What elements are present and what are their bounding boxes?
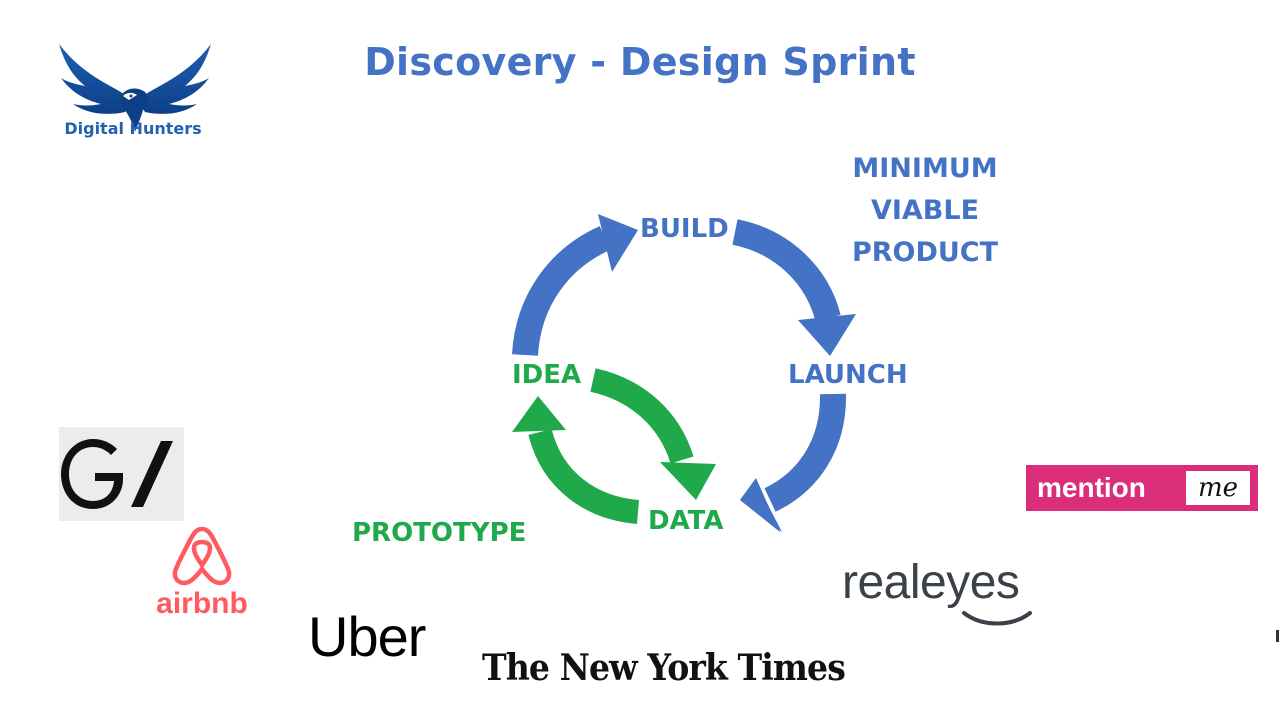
mvp-line-1: MINIMUM (852, 153, 998, 184)
label-idea: IDEA (512, 360, 582, 390)
mention-me-badge: me (1186, 471, 1250, 505)
uber-logo: Uber (308, 605, 426, 668)
realeyes-smile-icon (962, 611, 1032, 626)
edge-mark (1276, 630, 1279, 642)
arrow-data-to-idea (512, 396, 640, 524)
label-launch: LAUNCH (788, 360, 908, 390)
realeyes-wordmark: realeyes (842, 556, 1020, 609)
mvp-line-3: PRODUCT (851, 237, 999, 268)
arrow-launch-to-data (740, 393, 847, 532)
brand-name: Digital Hunters (64, 119, 202, 138)
mvp-line-2: VIABLE (870, 195, 980, 226)
gv-logo (59, 427, 184, 521)
mvp-label: MINIMUM VIABLE PRODUCT (830, 148, 1020, 274)
gv-logo-mark (61, 439, 173, 509)
mention-me-logo: mention me (1026, 465, 1258, 511)
eagle-wings-icon (59, 44, 211, 132)
label-prototype: PROTOTYPE (352, 518, 527, 548)
realeyes-logo: realeyes (842, 553, 1062, 633)
label-data: DATA (648, 506, 724, 536)
nyt-logo: The New York Times (482, 647, 846, 689)
arrow-build-to-launch (731, 219, 856, 356)
label-build: BUILD (640, 214, 729, 244)
arrow-idea-to-data (590, 368, 716, 500)
arrow-idea-to-build (512, 214, 638, 357)
airbnb-logo: airbnb (138, 525, 266, 630)
airbnb-belo-icon (172, 526, 232, 586)
mention-wordmark: mention (1037, 472, 1146, 503)
slide-title: Discovery - Design Sprint (364, 40, 916, 84)
airbnb-wordmark: airbnb (156, 587, 248, 620)
